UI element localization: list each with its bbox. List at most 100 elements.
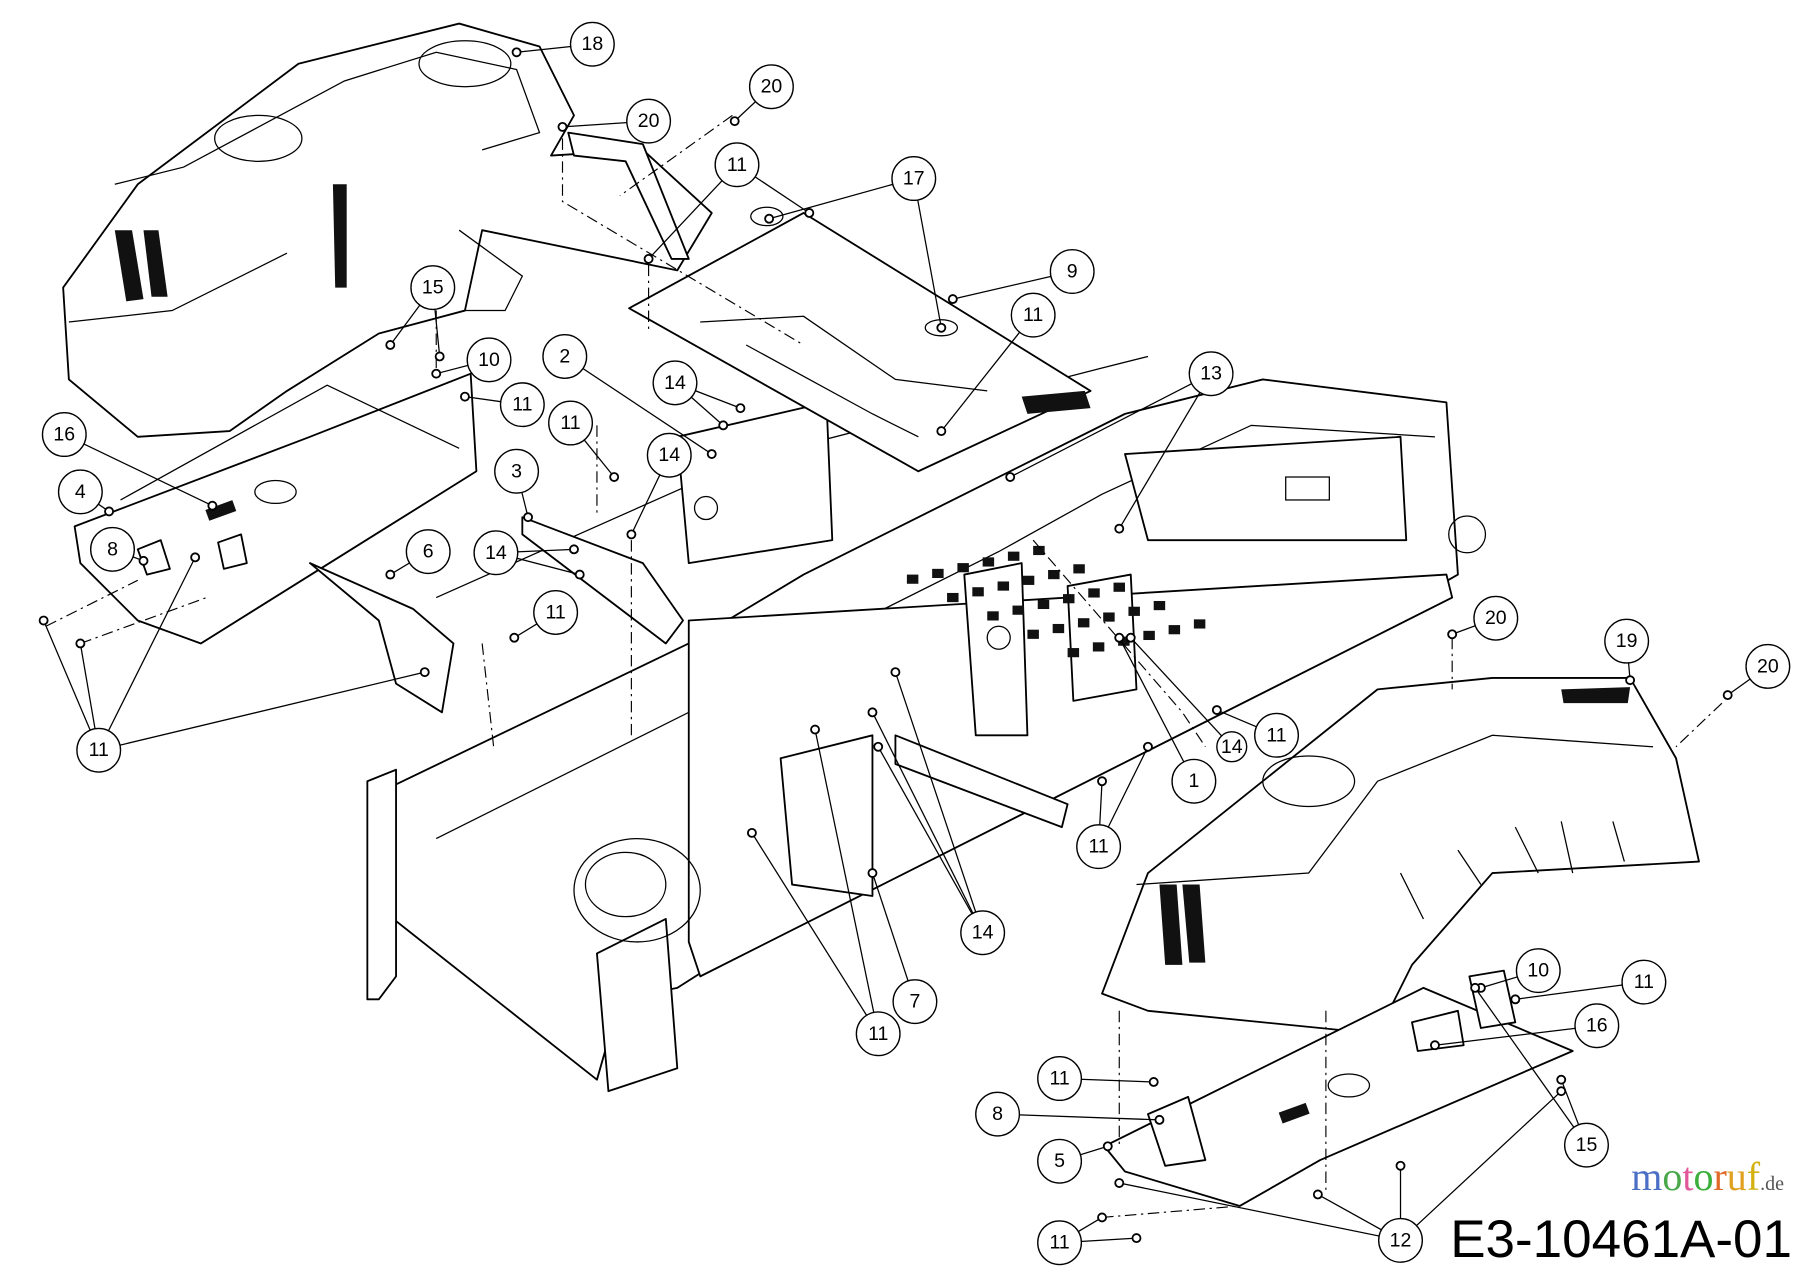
leader-line <box>751 832 879 1035</box>
callout-number: 16 <box>1586 1015 1608 1037</box>
bolt-icon <box>867 707 878 718</box>
callout-circle <box>855 1011 901 1057</box>
callout-number: 13 <box>1200 363 1222 385</box>
callout-part-8: 8 <box>90 526 135 572</box>
callout-number: 20 <box>1485 607 1507 629</box>
bolt-icon <box>431 368 442 379</box>
leader-line <box>98 557 196 751</box>
callout-part-20: 20 <box>748 64 794 110</box>
callout-number: 6 <box>423 541 434 563</box>
leader-line <box>98 671 425 751</box>
floor-slot <box>1143 630 1155 641</box>
callout-number: 5 <box>1054 1150 1065 1172</box>
callout-part-18: 18 <box>569 21 615 67</box>
callout-circle <box>1037 1056 1083 1102</box>
floor-slot <box>1128 606 1140 616</box>
callout-part-11: 11 <box>714 142 760 188</box>
bolt-icon <box>735 403 746 414</box>
floor-slot <box>1063 594 1075 604</box>
bolt-icon <box>1005 472 1016 482</box>
floor-slot <box>1088 588 1100 598</box>
floor-slot <box>1052 623 1065 634</box>
bolt-icon <box>1143 741 1153 752</box>
callout-circle <box>1037 1138 1083 1184</box>
floor-slot <box>972 587 984 597</box>
bolt-icon <box>1148 1077 1159 1087</box>
callout-circle <box>499 382 545 428</box>
floor-slot <box>906 574 919 584</box>
callout-number: 14 <box>1221 736 1243 758</box>
callout-part-9: 9 <box>1049 249 1095 295</box>
bolt-icon <box>1470 982 1481 993</box>
floor-slot <box>1073 564 1085 574</box>
callout-number: 3 <box>511 460 522 482</box>
callout-circle <box>76 727 122 773</box>
floor-slot <box>1153 600 1166 611</box>
callout-number: 16 <box>53 424 75 446</box>
leader-line <box>564 355 713 455</box>
callout-part-1: 1 <box>1171 758 1217 804</box>
callout-number: 14 <box>658 444 680 466</box>
leader-line <box>814 729 879 1034</box>
floor-slot <box>1113 582 1125 592</box>
callout-circle <box>714 142 760 188</box>
callout-circle <box>1621 959 1667 1005</box>
callout-part-11: 11 <box>548 400 594 446</box>
callout-part-11: 11 <box>1621 959 1667 1005</box>
callout-number: 15 <box>422 277 444 299</box>
callout-part-11: 11 <box>533 589 579 635</box>
callout-part-10: 10 <box>1515 948 1561 994</box>
leader-line <box>913 178 942 328</box>
callout-circle <box>960 910 1006 956</box>
leader-line <box>1119 1182 1401 1242</box>
bolt-icon <box>557 121 568 132</box>
callout-part-10: 10 <box>466 337 512 383</box>
bolt-icon <box>1154 1114 1165 1125</box>
callout-number: 20 <box>761 76 783 98</box>
floor-slot <box>1048 569 1060 580</box>
bolt-icon <box>609 472 620 482</box>
callout-circle <box>466 337 512 383</box>
drawing-number: E3-10461A-01 <box>1450 1210 1792 1269</box>
callout-circle <box>90 526 135 572</box>
bolt-icon <box>190 552 201 563</box>
leader-line <box>997 1113 1160 1121</box>
callout-number: 14 <box>485 542 507 564</box>
bolt-icon <box>38 615 49 626</box>
callout-part-16: 16 <box>1574 1003 1620 1049</box>
callout-number: 11 <box>89 739 109 761</box>
callout-circle <box>1515 948 1561 994</box>
bolt-icon <box>1131 1233 1142 1244</box>
callout-number: 9 <box>1067 261 1078 283</box>
bolt-icon <box>1722 690 1733 701</box>
callout-number: 11 <box>868 1023 888 1045</box>
leader-line <box>1130 637 1233 748</box>
callout-number: 11 <box>1049 1232 1069 1254</box>
callout-circle <box>1010 292 1056 338</box>
callout-part-11: 11 <box>1037 1056 1083 1102</box>
floor-slot <box>1037 599 1050 610</box>
bolt-icon <box>509 632 520 643</box>
callout-part-19: 19 <box>1604 618 1650 664</box>
callout-number: 1 <box>1188 770 1199 792</box>
leader-line <box>1118 637 1195 782</box>
callout-circle <box>626 98 672 144</box>
callout-circle <box>1378 1217 1424 1263</box>
floor-grid <box>906 545 1206 658</box>
bracket-18 <box>567 131 690 260</box>
floor-slot <box>1033 545 1045 556</box>
bolt-icon <box>1114 523 1125 534</box>
bolt-icon <box>729 116 740 127</box>
leader-line <box>768 177 914 220</box>
callout-part-17: 17 <box>891 156 937 202</box>
callout-part-11: 11 <box>1010 292 1056 338</box>
callout-part-20: 20 <box>1473 595 1519 641</box>
callout-circle <box>1188 351 1234 397</box>
floor-slot <box>1168 625 1181 635</box>
callout-circle <box>1076 824 1122 870</box>
callout-circle <box>1254 712 1300 758</box>
callout-number: 19 <box>1616 630 1638 652</box>
floor-slot <box>997 581 1010 591</box>
callout-circle <box>1473 595 1519 641</box>
